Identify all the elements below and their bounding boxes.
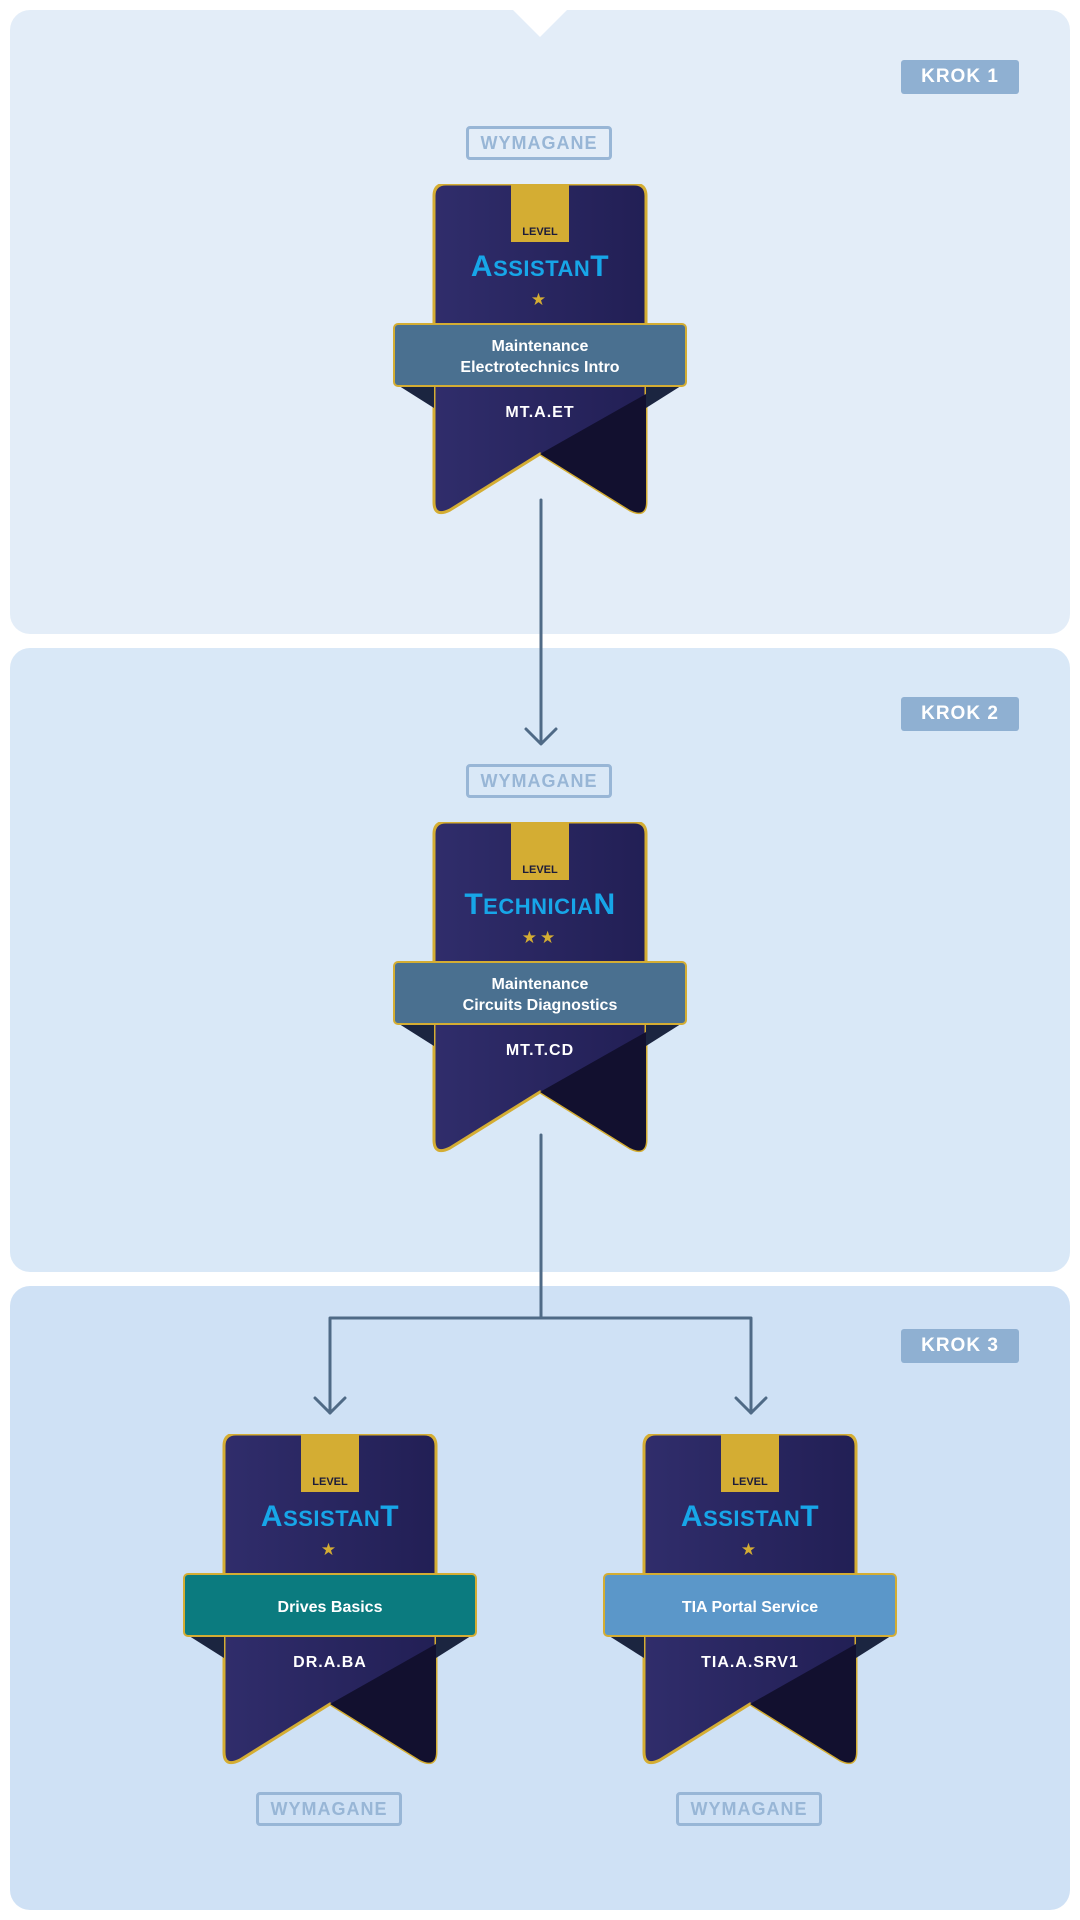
role-first-letter: A: [680, 1500, 704, 1533]
role-title: ASSISTANT: [180, 1500, 480, 1534]
course-title-line-2: Electrotechnics Intro: [460, 359, 620, 376]
course-title: Drives Basics: [186, 1576, 474, 1638]
panel-notch: [512, 9, 568, 37]
badge-tia-a-srv1[interactable]: LEVEL ASSISTANT ★ TIA Portal Service TIA…: [600, 1434, 900, 1774]
arrow-down-icon: [313, 1396, 347, 1415]
star-icon: ★★: [521, 928, 559, 947]
badge-mt-t-cd[interactable]: LEVEL TECHNICIAN ★★ Maintenance Circuits…: [390, 822, 690, 1162]
badge-shape: [603, 1434, 897, 1765]
course-code: MT.A.ET: [505, 404, 575, 421]
required-tag-2: WYMAGANE: [466, 764, 612, 798]
arrow-down-icon: [734, 1396, 768, 1415]
arrow-down-icon: [524, 727, 558, 746]
role-middle: SSISTAN: [493, 256, 591, 281]
step-2-label: KROK 2: [901, 697, 1019, 731]
step-1-label: KROK 1: [901, 60, 1019, 94]
role-first-letter: A: [470, 250, 494, 283]
role-middle: ECHNICIA: [483, 894, 594, 919]
badge-shape: [393, 184, 687, 515]
course-title: TIA Portal Service: [606, 1576, 894, 1638]
level-tab: LEVEL: [522, 226, 558, 238]
step-3-label: KROK 3: [901, 1329, 1019, 1363]
star-icon: ★: [320, 1540, 340, 1559]
role-first-letter: T: [464, 888, 484, 921]
role-middle: SSISTAN: [703, 1506, 801, 1531]
course-title-line-1: Maintenance: [491, 338, 589, 355]
badge-dr-a-ba[interactable]: LEVEL ASSISTANT ★ Drives Basics DR.A.BA: [180, 1434, 480, 1774]
course-title-line-1: Maintenance: [491, 976, 589, 993]
level-tab: LEVEL: [312, 1476, 348, 1488]
badge-mt-a-et[interactable]: LEVEL ASSISTANT ★ Maintenance Electrotec…: [390, 184, 690, 524]
required-tag-3: WYMAGANE: [256, 1792, 402, 1826]
role-middle: SSISTAN: [283, 1506, 381, 1531]
level-tab: LEVEL: [522, 864, 558, 876]
course-code: DR.A.BA: [293, 1654, 367, 1671]
course-code: MT.T.CD: [505, 1042, 575, 1059]
role-last-letter: T: [800, 1500, 820, 1533]
course-title: Maintenance Circuits Diagnostics: [396, 964, 684, 1026]
course-title-line-1: Drives Basics: [277, 1598, 383, 1616]
badge-shape: [393, 822, 687, 1153]
role-title: ASSISTANT: [390, 250, 690, 284]
connector-branch: [328, 1316, 753, 1415]
star-icon: ★: [740, 1540, 760, 1559]
course-code: TIA.A.SRV1: [701, 1654, 799, 1671]
star-icon: ★: [530, 290, 550, 309]
badge-shape: [183, 1434, 477, 1765]
role-last-letter: T: [380, 1500, 400, 1533]
role-first-letter: A: [260, 1500, 284, 1533]
role-last-letter: N: [593, 888, 616, 921]
role-title: ASSISTANT: [600, 1500, 900, 1534]
required-tag-4: WYMAGANE: [676, 1792, 822, 1826]
role-title: TECHNICIAN: [390, 888, 690, 922]
required-tag-1: WYMAGANE: [466, 126, 612, 160]
role-last-letter: T: [590, 250, 610, 283]
course-title-line-2: Circuits Diagnostics: [462, 997, 618, 1014]
course-title: Maintenance Electrotechnics Intro: [396, 326, 684, 388]
course-title-line-1: TIA Portal Service: [681, 1598, 819, 1616]
level-tab: LEVEL: [732, 1476, 768, 1488]
